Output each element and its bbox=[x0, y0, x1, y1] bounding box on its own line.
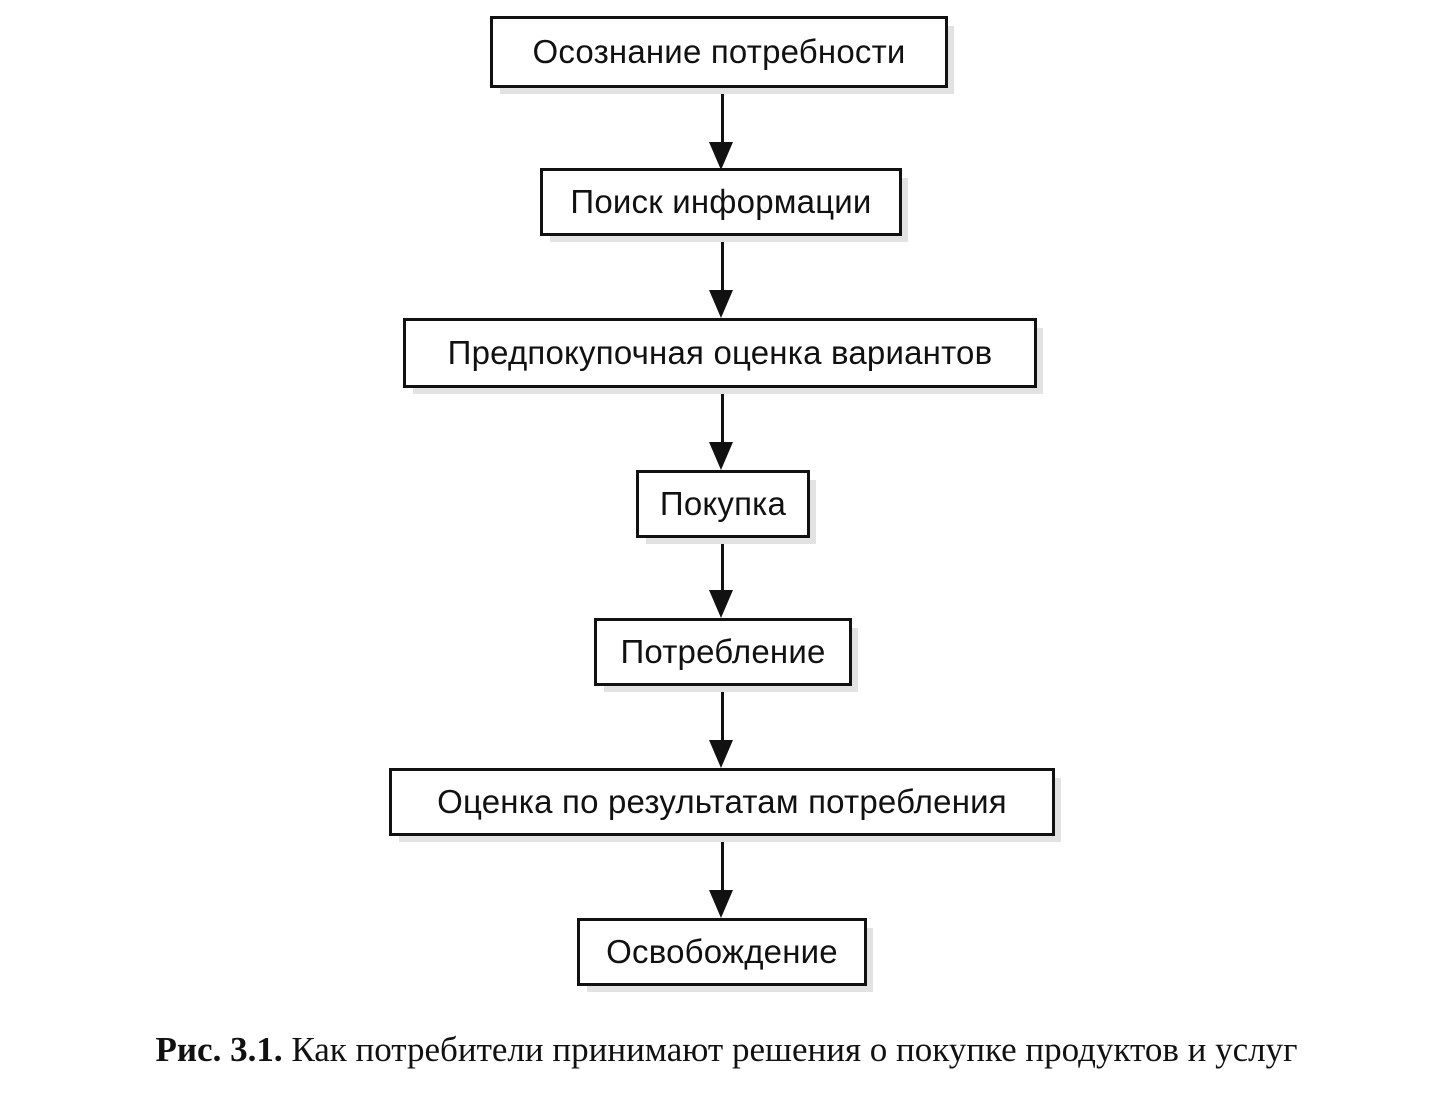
connector-3-4 bbox=[721, 388, 724, 448]
connector-4-5 bbox=[721, 538, 724, 596]
figure-caption-text: Как потребители принимают решения о поку… bbox=[282, 1030, 1298, 1069]
connector-5-6 bbox=[721, 686, 724, 746]
figure-caption-label: Рис. 3.1. bbox=[155, 1030, 283, 1069]
step-divestment: Освобождение bbox=[577, 918, 867, 986]
connector-2-3 bbox=[721, 236, 724, 296]
arrowhead-6-7 bbox=[709, 890, 733, 918]
step-information-search: Поиск информации bbox=[540, 168, 902, 236]
figure-caption: Рис. 3.1. Как потребители принимают реше… bbox=[0, 1030, 1453, 1070]
arrowhead-2-3 bbox=[709, 290, 733, 318]
connector-6-7 bbox=[721, 836, 724, 896]
arrowhead-4-5 bbox=[709, 590, 733, 618]
step-pre-purchase-evaluation: Предпокупочная оценка вариантов bbox=[403, 318, 1037, 388]
arrowhead-1-2 bbox=[709, 142, 733, 170]
step-consumption: Потребление bbox=[594, 618, 852, 686]
connector-1-2 bbox=[721, 88, 724, 150]
step-purchase: Покупка bbox=[636, 470, 810, 538]
step-need-recognition: Осознание потребности bbox=[490, 16, 948, 88]
step-post-consumption-evaluation: Оценка по результатам потребления bbox=[389, 768, 1055, 836]
arrowhead-3-4 bbox=[709, 442, 733, 470]
arrowhead-5-6 bbox=[709, 740, 733, 768]
